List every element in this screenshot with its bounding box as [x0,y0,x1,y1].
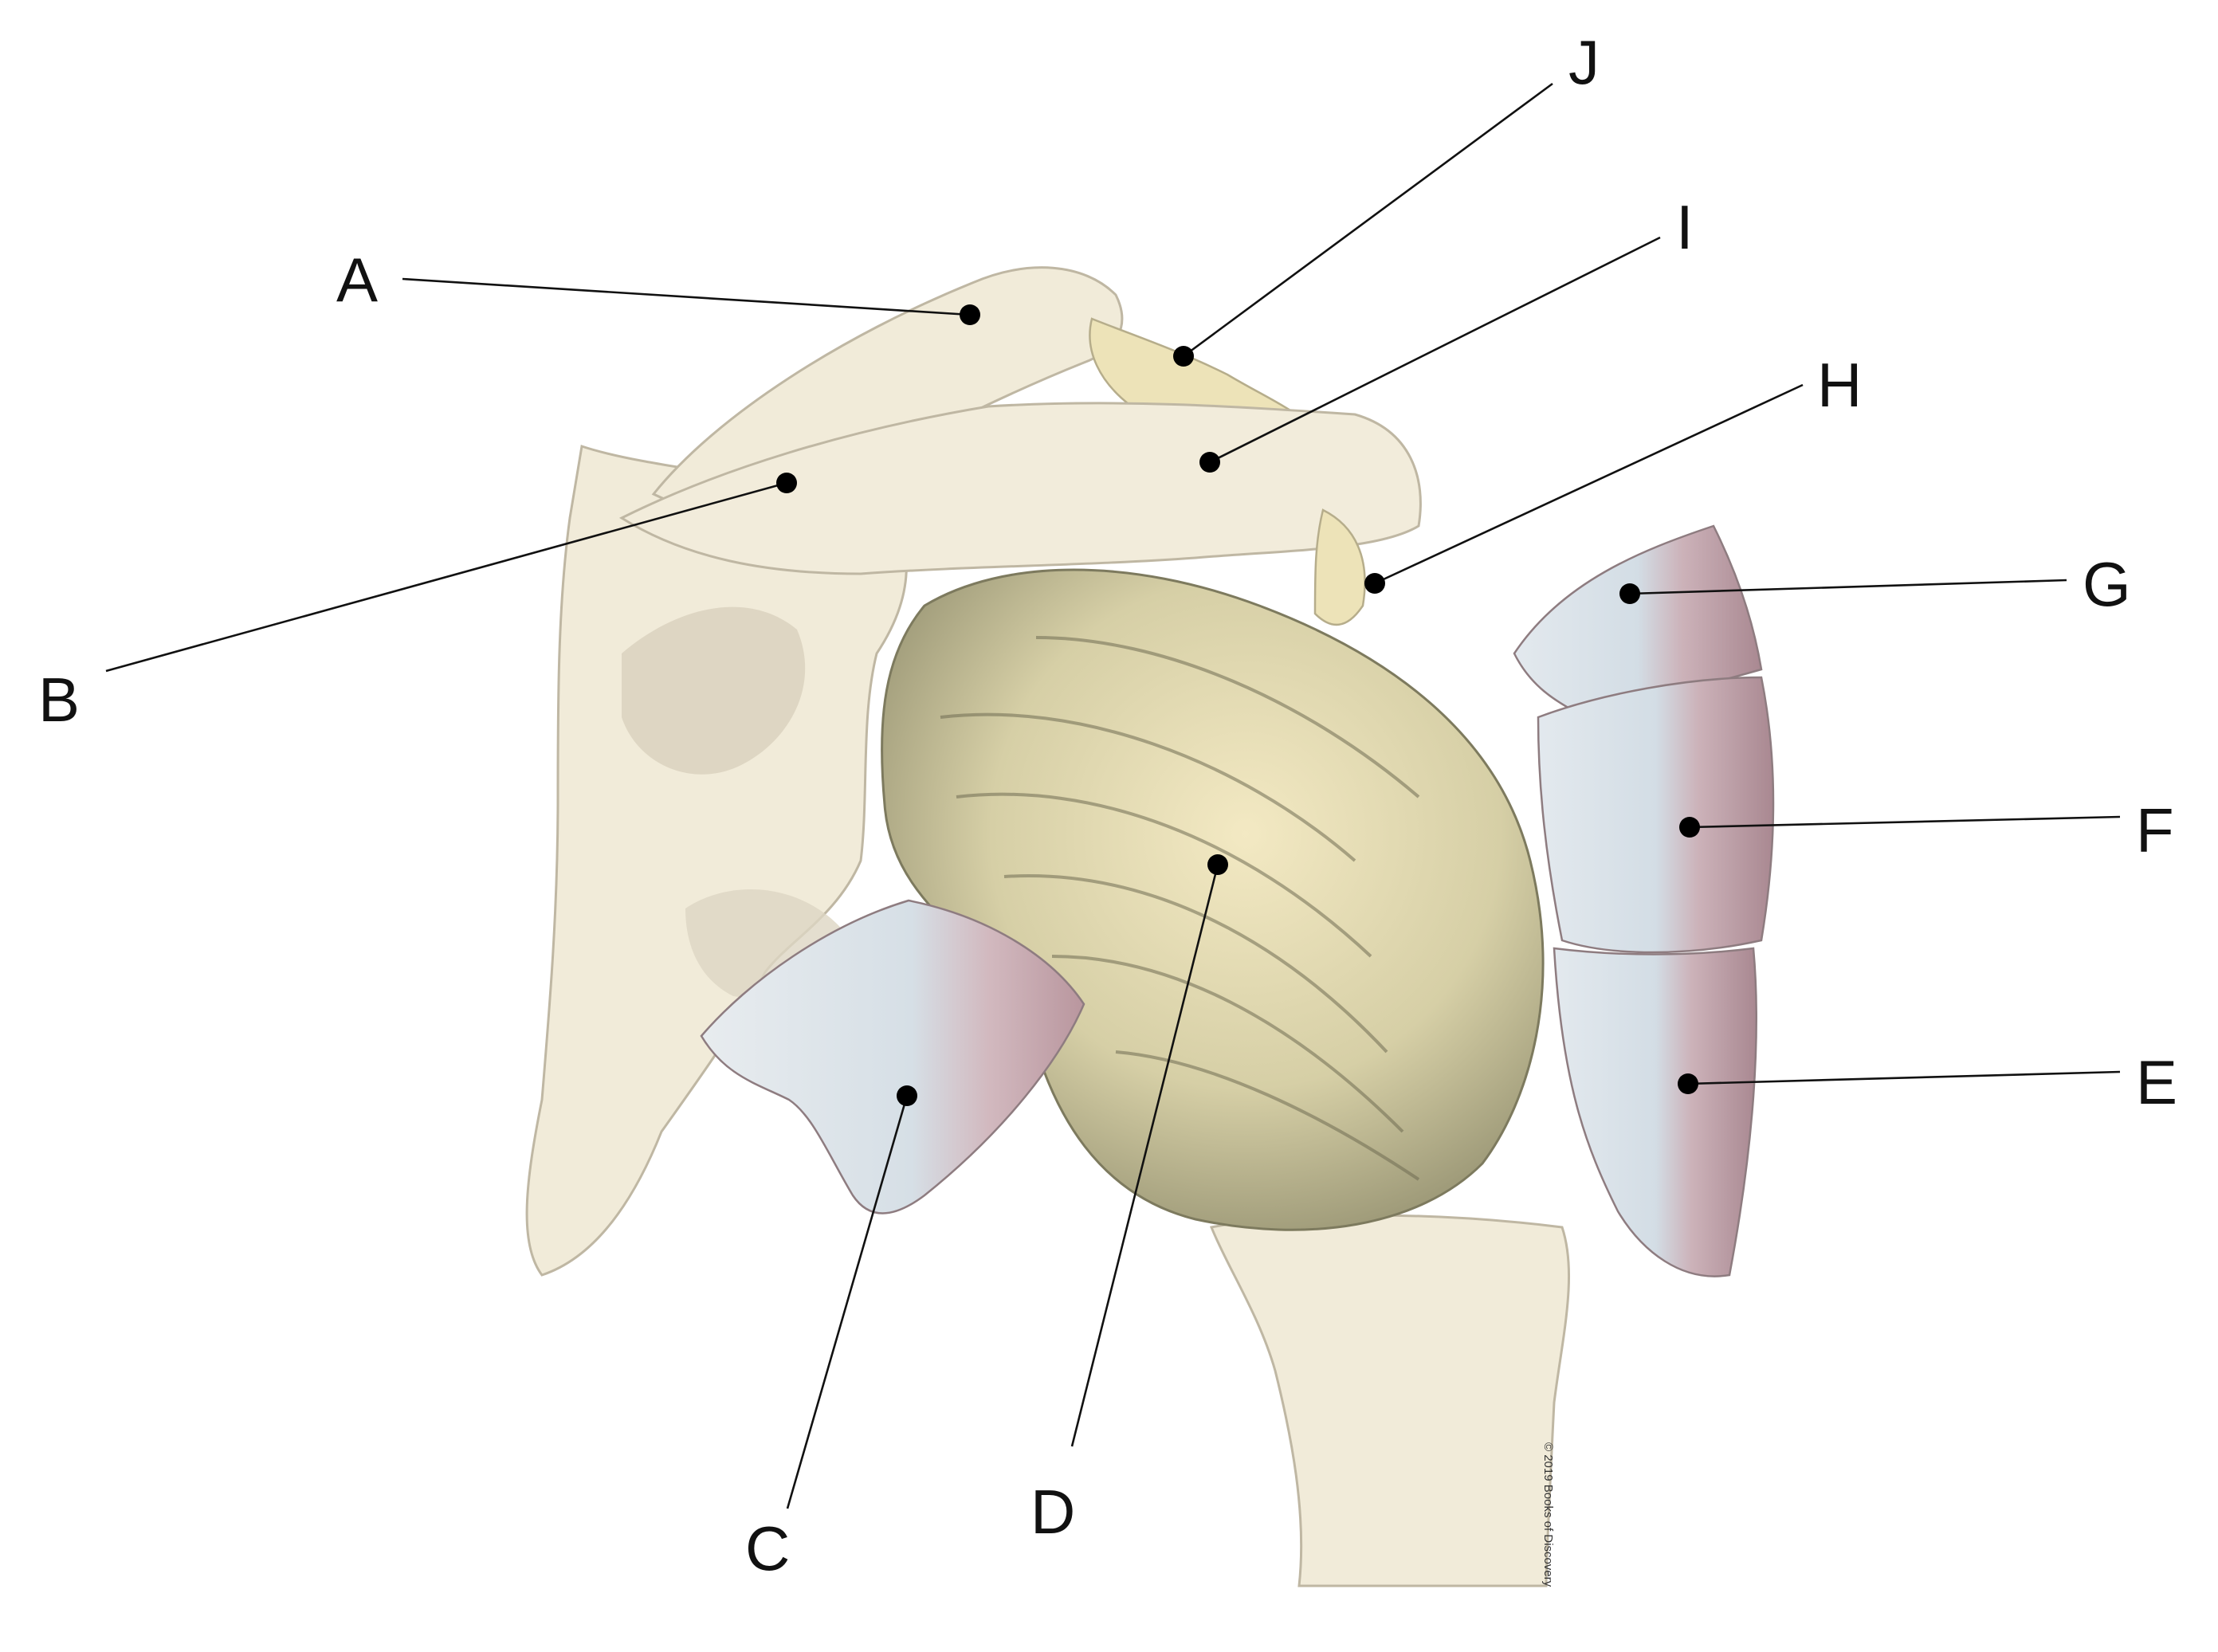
label-dot-j [1173,346,1194,367]
leader-line-f [1689,815,2121,829]
tendon-f-shape [1537,676,1775,954]
label-dot-d [1207,854,1228,875]
label-d: D [1030,1477,1075,1547]
label-dot-h [1364,573,1385,594]
scapula-shading [622,606,806,775]
leader-line-e [1687,1070,2121,1085]
coracoacromial-ligament-shape [1313,508,1366,626]
label-b: B [38,665,80,735]
label-j: J [1568,27,1600,97]
humerus-shaft-shape [1209,1214,1571,1587]
label-e: E [2136,1047,2177,1117]
label-f: F [2136,795,2174,865]
label-dots [776,304,1700,1106]
leader-line-j [1183,82,1553,358]
leader-line-a [402,277,971,316]
label-dot-a [960,304,980,325]
label-dot-b [776,473,797,493]
label-dot-c [897,1085,917,1106]
tendon-e-shape [1553,947,1757,1277]
leader-line-d [1070,864,1219,1447]
acromion-shape [618,402,1422,575]
leader-line-c [786,1095,909,1509]
label-dot-i [1199,452,1220,473]
leader-line-b [105,481,787,673]
label-leaders [105,82,2121,1509]
label-i: I [1676,192,1694,262]
copyright-notice: © 2019 Books of Discovery [1541,1442,1555,1587]
label-dot-f [1679,817,1700,838]
label-dot-g [1619,583,1640,604]
label-c: C [745,1513,790,1583]
label-h: H [1817,350,1862,420]
leader-line-i [1209,236,1661,464]
label-a: A [336,245,378,315]
joint-capsule-fibers [940,636,1420,1181]
tendon-c-shape [700,899,1085,1214]
label-g: G [2083,549,2131,619]
leader-line-h [1374,383,1804,585]
leader-line-g [1629,579,2067,595]
label-dot-e [1678,1073,1698,1094]
